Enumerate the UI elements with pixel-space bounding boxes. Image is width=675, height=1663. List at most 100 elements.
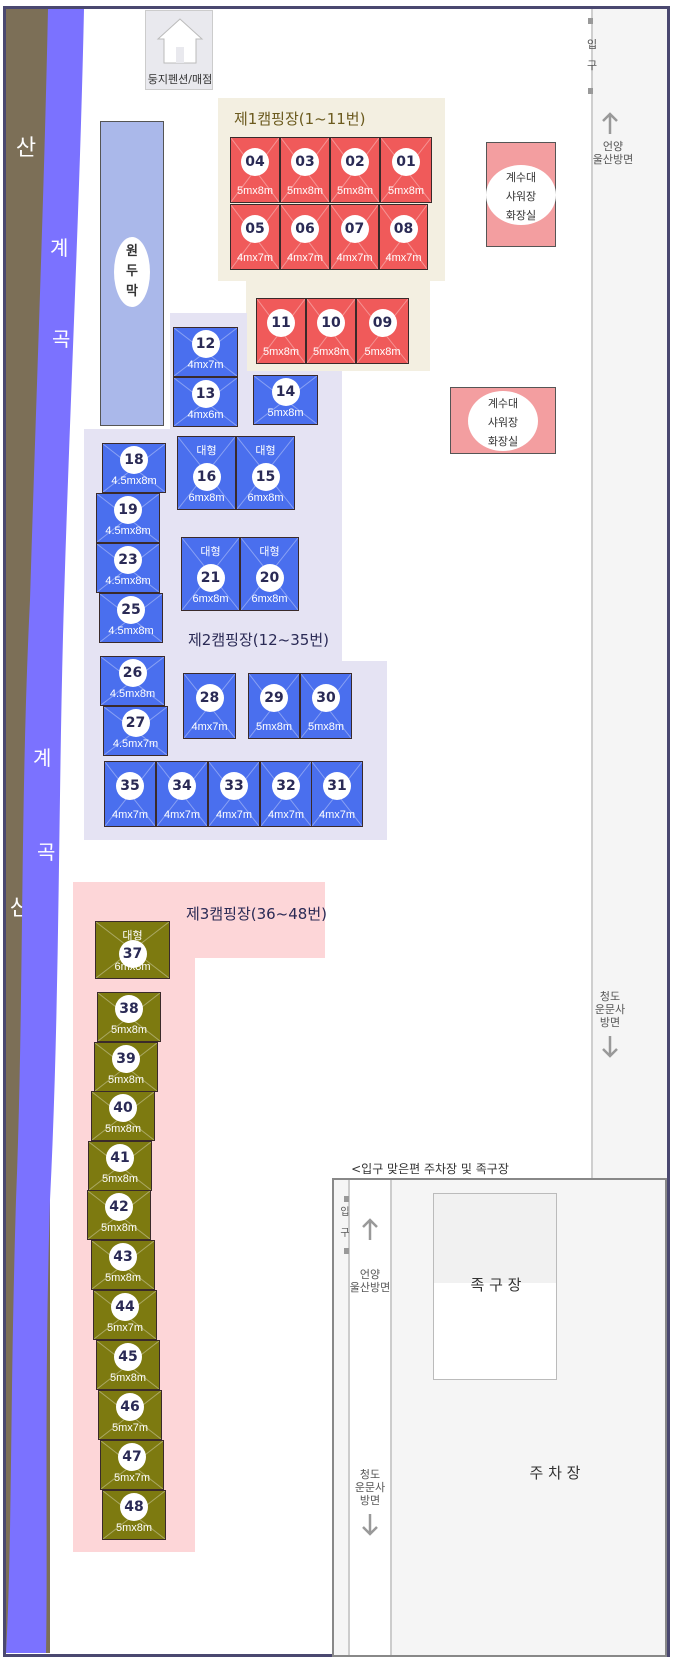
entrance-char-2: 구 — [586, 59, 598, 72]
foot-volleyball-court[interactable]: 족 구 장 — [433, 1193, 557, 1380]
site-size: 5mx7m — [111, 1422, 149, 1434]
site-size: 4mx7m — [286, 252, 324, 264]
stream-label-bottom-1: 계 — [33, 746, 52, 770]
site-size: 5mx8m — [101, 1173, 139, 1185]
site-size: 5mx8m — [262, 346, 300, 358]
stream-label-bottom-2: 곡 — [37, 840, 56, 864]
stream-label-top-1: 계 — [50, 236, 69, 260]
parking-direction-down-label: 청도 운문사 방면 — [350, 1468, 390, 1507]
tent-area[interactable]: 원 두 막 — [100, 121, 164, 426]
direction-down-line-3: 방면 — [599, 1016, 621, 1029]
campsite-29[interactable]: 29 5mx8m — [248, 673, 300, 739]
site-size: 4.5mx8m — [105, 575, 151, 587]
site-size: 5mx8m — [307, 721, 345, 733]
campsite-11[interactable]: 11 5mx8m — [256, 298, 306, 364]
site-number: 02 — [341, 148, 369, 176]
site-number: 38 — [115, 995, 143, 1023]
pension-building[interactable]: 둥지펜션/매점 — [145, 10, 213, 90]
parking-entrance-marker-bottom — [344, 1248, 349, 1254]
facility-2-line-1: 계수대 — [487, 396, 519, 410]
facility-1-label: 계수대 샤워장 화장실 — [486, 164, 556, 225]
facility-2[interactable]: 계수대 샤워장 화장실 — [450, 387, 556, 454]
site-number: 03 — [291, 148, 319, 176]
site-number: 26 — [118, 659, 147, 687]
pension-label: 둥지펜션/매점 — [147, 73, 213, 86]
parking-direction-down-line-1: 청도 — [359, 1468, 381, 1481]
site-size: 5mx8m — [236, 185, 274, 197]
site-number: 23 — [114, 546, 142, 574]
site-tag: 대형 — [255, 445, 276, 457]
site-size: 4mx7m — [336, 252, 373, 264]
site-number: 29 — [260, 684, 288, 712]
facility-2-line-2: 샤워장 — [487, 415, 519, 429]
entrance-char-1: 입 — [586, 38, 598, 51]
parking-entrance-label: 입 구 — [337, 1206, 353, 1240]
site-size: 5mx8m — [107, 1074, 145, 1086]
site-size: 5mx8m — [109, 1372, 147, 1384]
site-size: 4mx6m — [187, 409, 224, 421]
entrance-label: 입 구 — [582, 38, 602, 72]
site-size: 4mx7m — [163, 809, 201, 821]
site-size: 5mx8m — [267, 407, 304, 419]
site-size: 5mx8m — [115, 1522, 153, 1534]
entrance-marker-top — [588, 18, 593, 24]
site-size: 5mx8m — [255, 721, 293, 733]
site-number: 25 — [117, 596, 145, 624]
site-size: 4.5mx8m — [109, 688, 156, 700]
facility-1-line-1: 계수대 — [505, 170, 537, 184]
mountain-label-top: 산 — [15, 136, 37, 161]
facility-1[interactable]: 계수대 샤워장 화장실 — [486, 142, 556, 247]
site-number: 14 — [271, 378, 300, 406]
tent-area-char-2: 두 — [126, 264, 138, 279]
tent-area-char-1: 원 — [126, 244, 138, 259]
parking-up-arrow-icon — [362, 1218, 378, 1240]
site-number: 11 — [267, 309, 295, 337]
facility-2-label: 계수대 샤워장 화장실 — [468, 390, 538, 451]
zone2-title: 제2캠핑장(12~35번) — [188, 631, 329, 649]
site-size: 5mx8m — [100, 1222, 138, 1234]
parking-direction-up-line-2: 울산방면 — [349, 1281, 391, 1294]
